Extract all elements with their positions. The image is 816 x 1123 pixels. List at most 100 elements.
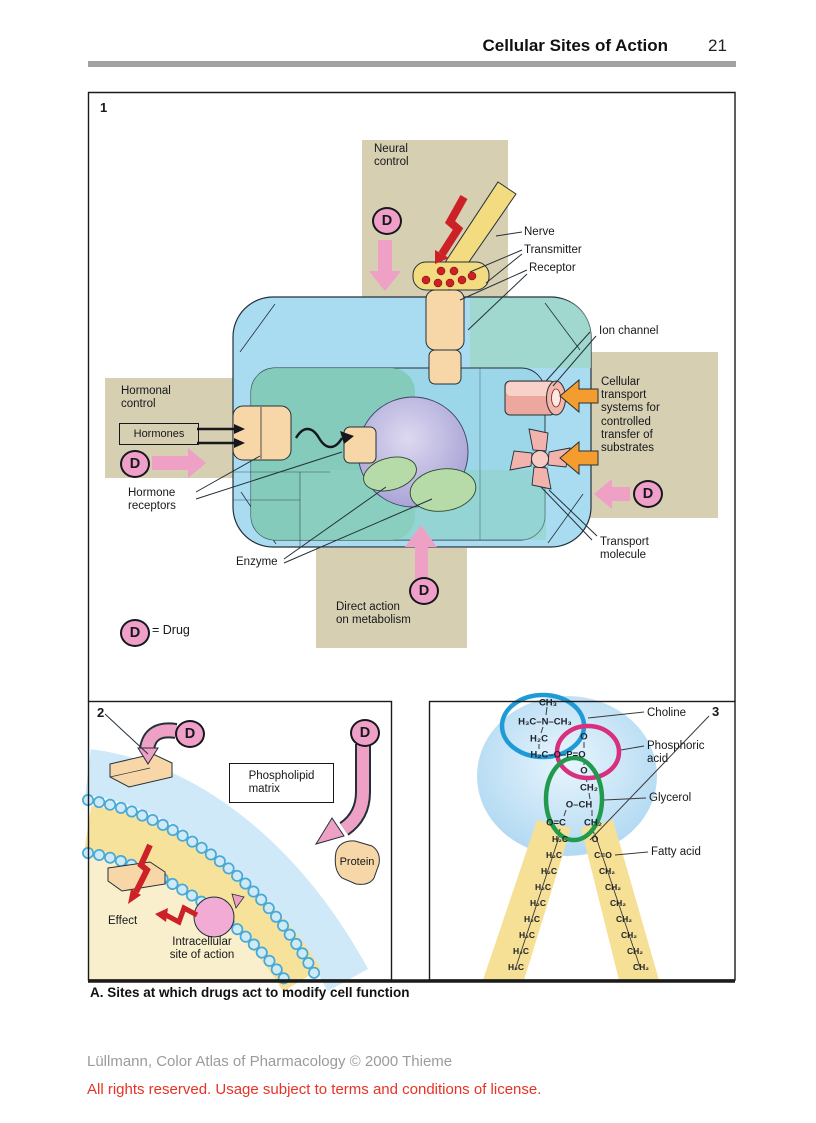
- left-chain-unit: H₂C: [540, 866, 558, 876]
- label-glycerol: Glycerol: [649, 792, 692, 804]
- pink-arrow-left-transport: [594, 479, 630, 509]
- right-chain-unit: C=O: [594, 850, 612, 860]
- footer-license: All rights reserved. Usage subject to te…: [87, 1081, 542, 1098]
- receptor-lower: [428, 349, 462, 385]
- orange-arrow-left-2: [559, 440, 599, 476]
- receptor-upper: [425, 289, 465, 351]
- left-chain-unit: H₂C: [512, 946, 530, 956]
- effect-bolt-1: [128, 843, 153, 904]
- cell-teal-patch: [470, 298, 591, 368]
- right-chain-unit: CH₂: [620, 930, 638, 940]
- page-title: Cellular Sites of Action: [482, 36, 668, 55]
- label-choline: Choline: [647, 707, 686, 719]
- pointer-lines-fig3: [587, 711, 710, 856]
- panel-borders: [87, 91, 736, 983]
- phospholipid-matrix-box: Phospholipid matrix: [229, 763, 334, 803]
- label-hormone-receptors: Hormone receptors: [128, 487, 176, 513]
- label-neural-control: Neural control: [374, 143, 409, 169]
- right-chain-unit: CH₂: [604, 882, 622, 892]
- glycerol-ring: [543, 755, 605, 843]
- drug-arrow-to-protein: [314, 744, 371, 845]
- left-chain-unit: H₂C: [551, 834, 569, 844]
- nuclear-receptor-cube: [343, 426, 377, 464]
- left-chain-unit: H₂C: [523, 914, 541, 924]
- label-effect: Effect: [108, 915, 138, 927]
- figure2-art: [82, 713, 380, 992]
- fatty-acid-band-right: [581, 820, 659, 980]
- figure1-number: 1: [100, 100, 108, 115]
- intracellular-site-circle: [193, 896, 235, 938]
- right-chain-bond: [594, 833, 642, 971]
- right-chain-unit: CH₂: [632, 962, 650, 972]
- formula-ch3: CH₃: [538, 697, 558, 709]
- fig2-number-pointer: [104, 713, 149, 755]
- formula-p-row: H₂C–O–P=O: [530, 749, 586, 761]
- drug-badge-metabolism: D: [409, 577, 439, 605]
- label-receptor: Receptor: [529, 262, 576, 274]
- right-chain-unit: CH₂: [615, 914, 633, 924]
- direct-action-panel: [316, 548, 467, 648]
- label-drug-legend: = Drug: [152, 623, 190, 637]
- right-chain-unit: CH₂: [609, 898, 627, 908]
- label-nerve: Nerve: [524, 226, 555, 238]
- left-chain-bond: [514, 833, 561, 971]
- ion-channel: [504, 380, 566, 416]
- footer-credit: Lüllmann, Color Atlas of Pharmacology © …: [87, 1053, 453, 1070]
- small-pink-arrow: [231, 893, 245, 909]
- left-chain-unit: H₂C: [529, 898, 547, 908]
- page-number: 21: [708, 36, 727, 55]
- formula-o-above: O: [580, 731, 588, 743]
- drug-badge-legend: D: [120, 619, 150, 647]
- formula-ch2-b: CH₂: [584, 817, 602, 829]
- hormone-arrows: [197, 424, 354, 449]
- label-phosphoric-acid: Phosphoric acid: [647, 740, 705, 766]
- drug-badge-transport: D: [633, 480, 663, 508]
- protein-shape: [334, 840, 380, 885]
- label-intracellular: Intracellular site of action: [169, 936, 235, 962]
- header-rule: [88, 61, 736, 67]
- label-hormonal-control: Hormonal control: [121, 385, 171, 411]
- formula-oc: O=C: [546, 817, 566, 829]
- pink-arrow-down-neural: [369, 240, 401, 291]
- pointer-lines-fig1: [195, 231, 598, 564]
- formula-o-below: O: [580, 765, 588, 777]
- hormone-receptor-cube: [232, 405, 292, 461]
- lipid-tails-band: [84, 805, 321, 992]
- intracellular-target-block: [107, 861, 166, 892]
- left-chain-unit: H₂C: [507, 962, 525, 972]
- left-chain-unit: H₂C: [534, 882, 552, 892]
- lightning-bolt-icon: [435, 195, 468, 264]
- figure3-number: 3: [712, 704, 720, 719]
- label-transport-molecule: Transport molecule: [600, 536, 649, 562]
- left-chain-unit: H₂C: [518, 930, 536, 940]
- figure1-border: [87, 91, 736, 702]
- figure2-number: 2: [97, 705, 105, 720]
- pink-arrow-right-hormonal: [152, 448, 206, 478]
- figure1-art: [105, 140, 718, 648]
- label-enzyme: Enzyme: [236, 556, 278, 568]
- label-cellular-transport: Cellular transport systems for controlle…: [601, 376, 660, 455]
- pink-arrow-up-metabolism: [405, 525, 437, 580]
- label-protein: Protein: [339, 856, 375, 868]
- right-chain-unit: CH₂: [598, 866, 616, 876]
- formula-h2c: H₂C: [530, 733, 548, 745]
- drug-badge-hormonal: D: [120, 450, 150, 478]
- right-chain-unit: CH₂: [626, 946, 644, 956]
- orange-arrow-left-1: [559, 378, 599, 414]
- label-fatty-acid: Fatty acid: [651, 846, 701, 858]
- phosphoric-ring: [554, 723, 622, 781]
- label-direct-action: Direct action on metabolism: [336, 601, 411, 627]
- enzyme-blob-2: [409, 468, 477, 512]
- right-chain-unit: O: [591, 834, 599, 844]
- fatty-acid-band-left: [483, 820, 571, 980]
- left-chain-unit: H₂C: [545, 850, 563, 860]
- effect-bolt-2: [155, 904, 199, 926]
- formula-ch2-a: CH₂: [580, 782, 598, 794]
- label-ion-channel: Ion channel: [599, 325, 659, 337]
- drug-badge-neural: D: [372, 207, 402, 235]
- drug-arrow-to-receptor: [137, 722, 178, 765]
- enzyme-blob-1: [363, 456, 417, 492]
- figure-caption: A. Sites at which drugs act to modify ce…: [90, 985, 410, 1000]
